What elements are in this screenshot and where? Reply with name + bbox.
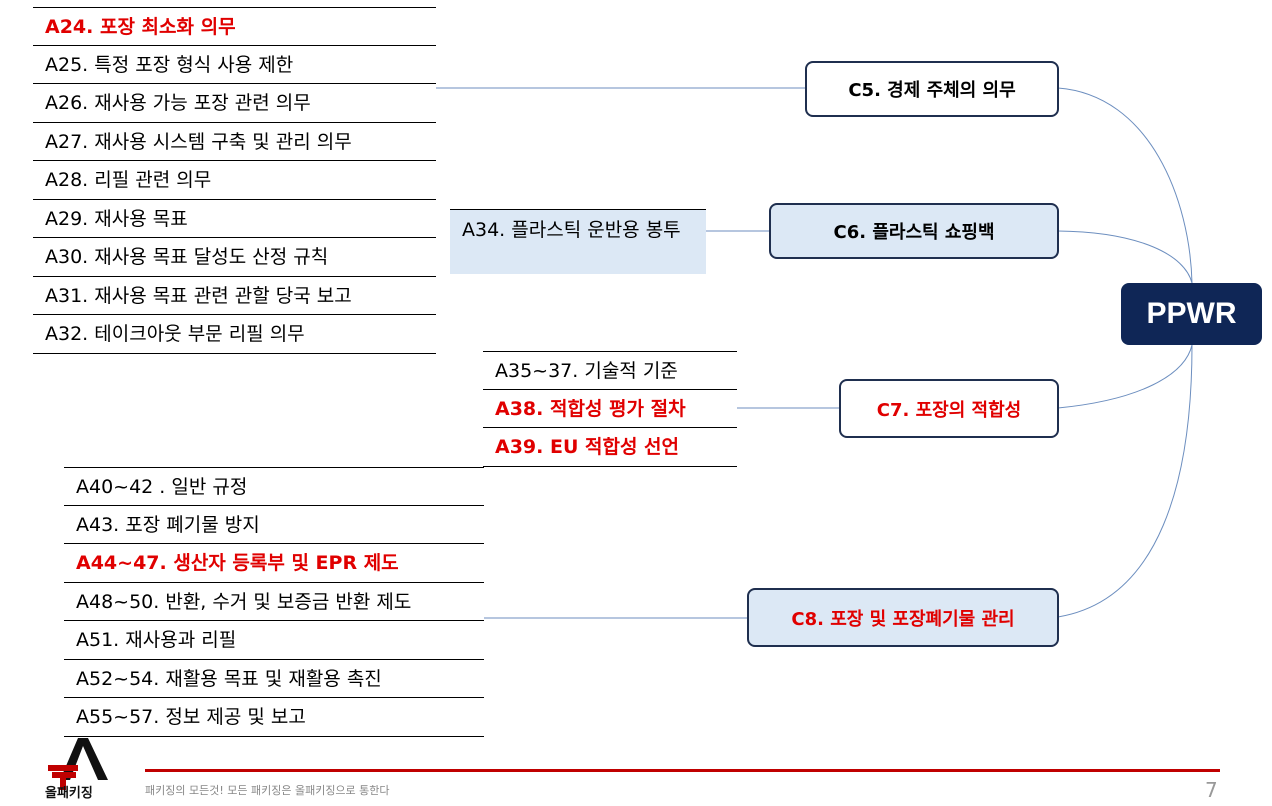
article-row: A30. 재사용 목표 달성도 산정 규칙 bbox=[33, 238, 436, 277]
article-row: A29. 재사용 목표 bbox=[33, 200, 436, 238]
category-c8[interactable]: C8. 포장 및 포장폐기물 관리 bbox=[747, 588, 1059, 647]
category-c7[interactable]: C7. 포장의 적합성 bbox=[839, 379, 1059, 438]
article-row: A48~50. 반환, 수거 및 보증금 반환 제도 bbox=[64, 583, 484, 621]
article-row: A39. EU 적합성 선언 bbox=[483, 428, 737, 467]
footer-tagline: 패키징의 모든것! 모든 패키징은 올패키징으로 통한다 bbox=[145, 784, 390, 797]
article-row: A52~54. 재활용 목표 및 재활용 촉진 bbox=[64, 660, 484, 698]
a34-article: A34. 플라스틱 운반용 봉투 bbox=[450, 209, 706, 274]
article-row: A35~37. 기술적 기준 bbox=[483, 351, 737, 390]
article-row: A24. 포장 최소화 의무 bbox=[33, 7, 436, 46]
article-row: A38. 적합성 평가 절차 bbox=[483, 390, 737, 428]
article-row: A55~57. 정보 제공 및 보고 bbox=[64, 698, 484, 737]
article-row: A40~42 . 일반 규정 bbox=[64, 467, 484, 506]
curve-c6 bbox=[1057, 230, 1193, 284]
article-row: A51. 재사용과 리필 bbox=[64, 621, 484, 660]
page-number: 7 bbox=[1205, 778, 1218, 802]
article-row: A28. 리필 관련 의무 bbox=[33, 161, 436, 200]
article-row: A43. 포장 폐기물 방지 bbox=[64, 506, 484, 544]
article-row: A27. 재사용 시스템 구축 및 관리 의무 bbox=[33, 123, 436, 161]
allpackaging-logo-icon bbox=[48, 738, 108, 790]
article-row: A32. 테이크아웃 부문 리필 의무 bbox=[33, 315, 436, 354]
article-row: A44~47. 생산자 등록부 및 EPR 제도 bbox=[64, 544, 484, 583]
category-c6[interactable]: C6. 플라스틱 쇼핑백 bbox=[769, 203, 1059, 259]
article-row: A25. 특정 포장 형식 사용 제한 bbox=[33, 46, 436, 84]
article-row: A31. 재사용 목표 관련 관할 당국 보고 bbox=[33, 277, 436, 315]
category-c5[interactable]: C5. 경제 주체의 의무 bbox=[805, 61, 1059, 117]
curve-c8 bbox=[1057, 344, 1193, 618]
curve-c7 bbox=[1057, 344, 1193, 409]
logo-text: 올패키징 bbox=[45, 786, 93, 801]
footer-rule bbox=[145, 769, 1220, 772]
article-row: A26. 재사용 가능 포장 관련 의무 bbox=[33, 84, 436, 123]
curve-c5 bbox=[1057, 87, 1193, 284]
ppwr-center-node[interactable]: PPWR bbox=[1121, 283, 1262, 345]
